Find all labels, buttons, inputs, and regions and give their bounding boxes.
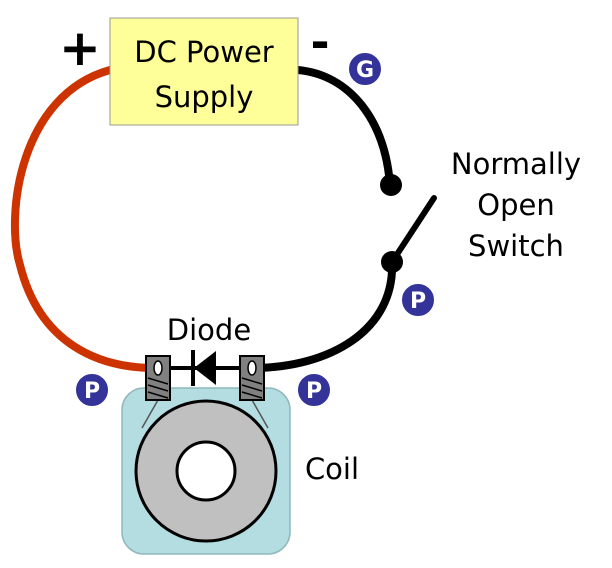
positive-terminal-symbol: + (59, 19, 101, 77)
ground-badge-label: G (356, 58, 374, 83)
negative-wire-top (294, 66, 394, 189)
coil-terminal-right-hole (247, 360, 257, 376)
switch-contact-top (380, 174, 402, 196)
negative-terminal-symbol: - (310, 15, 329, 69)
coil-label: Coil (305, 452, 359, 486)
diode-label: Diode (167, 313, 251, 347)
coil-terminal-right-winding (241, 377, 263, 399)
switch-contact-bottom (381, 251, 403, 273)
diode-symbol (194, 351, 216, 385)
coil-lead-left (141, 399, 159, 429)
coil-lead-right (251, 399, 269, 429)
coil-terminal-left-winding (147, 377, 169, 399)
power-badge-right-label: P (306, 379, 322, 404)
negative-wire-bottom (248, 258, 397, 372)
positive-wire (10, 66, 159, 372)
power-badge-left: P (74, 372, 110, 408)
coil-terminal-left-hole (153, 360, 163, 376)
power-badge-left-label: P (84, 379, 100, 404)
power-supply-box (109, 17, 299, 126)
switch-lever (389, 195, 437, 265)
switch-label-line1: Normally (451, 147, 581, 181)
power-badge-switch: P (400, 282, 436, 318)
switch-label-line3: Switch (468, 229, 564, 263)
power-supply-label-line2: Supply (155, 80, 254, 114)
coil-center-hole (175, 440, 237, 502)
power-badge-switch-label: P (410, 289, 426, 314)
power-badge-right: P (296, 372, 332, 408)
switch-label-line2: Open (477, 188, 554, 222)
power-supply-label-line1: DC Power (134, 35, 274, 69)
ground-badge: G (347, 51, 383, 87)
